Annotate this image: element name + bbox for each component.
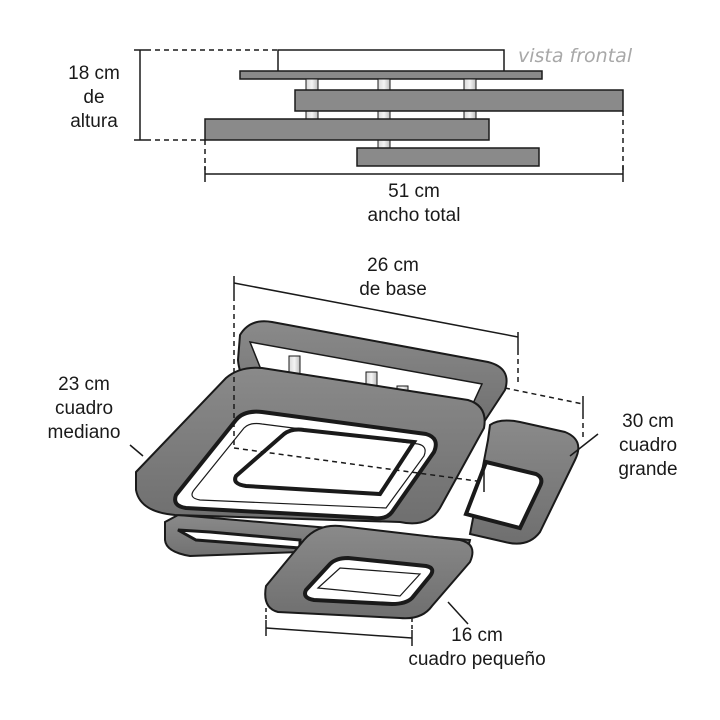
base-line2: de base — [359, 279, 427, 300]
post — [377, 139, 391, 149]
post — [305, 78, 319, 92]
medium-line3: mediano — [47, 422, 121, 443]
large-value: 30 cm — [622, 411, 674, 432]
height-line3: altura — [70, 111, 118, 132]
front-slab-small — [356, 147, 540, 167]
post — [377, 78, 391, 92]
medium-square — [135, 366, 486, 525]
front-slab-large — [294, 89, 624, 112]
width-line2: ancho total — [367, 205, 461, 226]
small-dimension — [265, 601, 469, 646]
mount-bar — [239, 70, 543, 80]
width-label: 51 cm ancho total — [334, 180, 494, 228]
large-line2: cuadro — [618, 435, 678, 456]
width-dimension — [204, 111, 624, 182]
height-value: 18 cm — [68, 63, 120, 84]
medium-leader — [129, 444, 144, 457]
large-dimension — [504, 387, 599, 457]
front-view-caption: vista frontal — [518, 45, 633, 67]
front-slab-medium — [204, 118, 490, 141]
medium-label: 23 cm cuadro mediano — [28, 373, 140, 445]
inner-small-ring — [233, 427, 418, 497]
small-value: 16 cm — [451, 625, 503, 646]
base-dimension — [233, 276, 519, 492]
isometric-view — [129, 276, 599, 646]
large-label: 30 cm cuadro grande — [598, 410, 698, 482]
front-view — [134, 49, 624, 182]
medium-line2: cuadro — [54, 398, 114, 419]
small-line2: cuadro pequeño — [408, 649, 546, 670]
base-value: 26 cm — [367, 255, 419, 276]
height-line2: de — [83, 87, 105, 108]
height-label: 18 cm de altura — [44, 62, 144, 134]
small-square — [264, 524, 474, 620]
medium-value: 23 cm — [58, 374, 110, 395]
post — [463, 78, 477, 92]
ceiling-plate — [277, 49, 505, 73]
height-dimension — [134, 49, 278, 141]
large-line3: grande — [618, 459, 678, 480]
base-label: 26 cm de base — [323, 254, 463, 302]
small-label: 16 cm cuadro pequeño — [384, 624, 570, 672]
width-value: 51 cm — [388, 181, 440, 202]
